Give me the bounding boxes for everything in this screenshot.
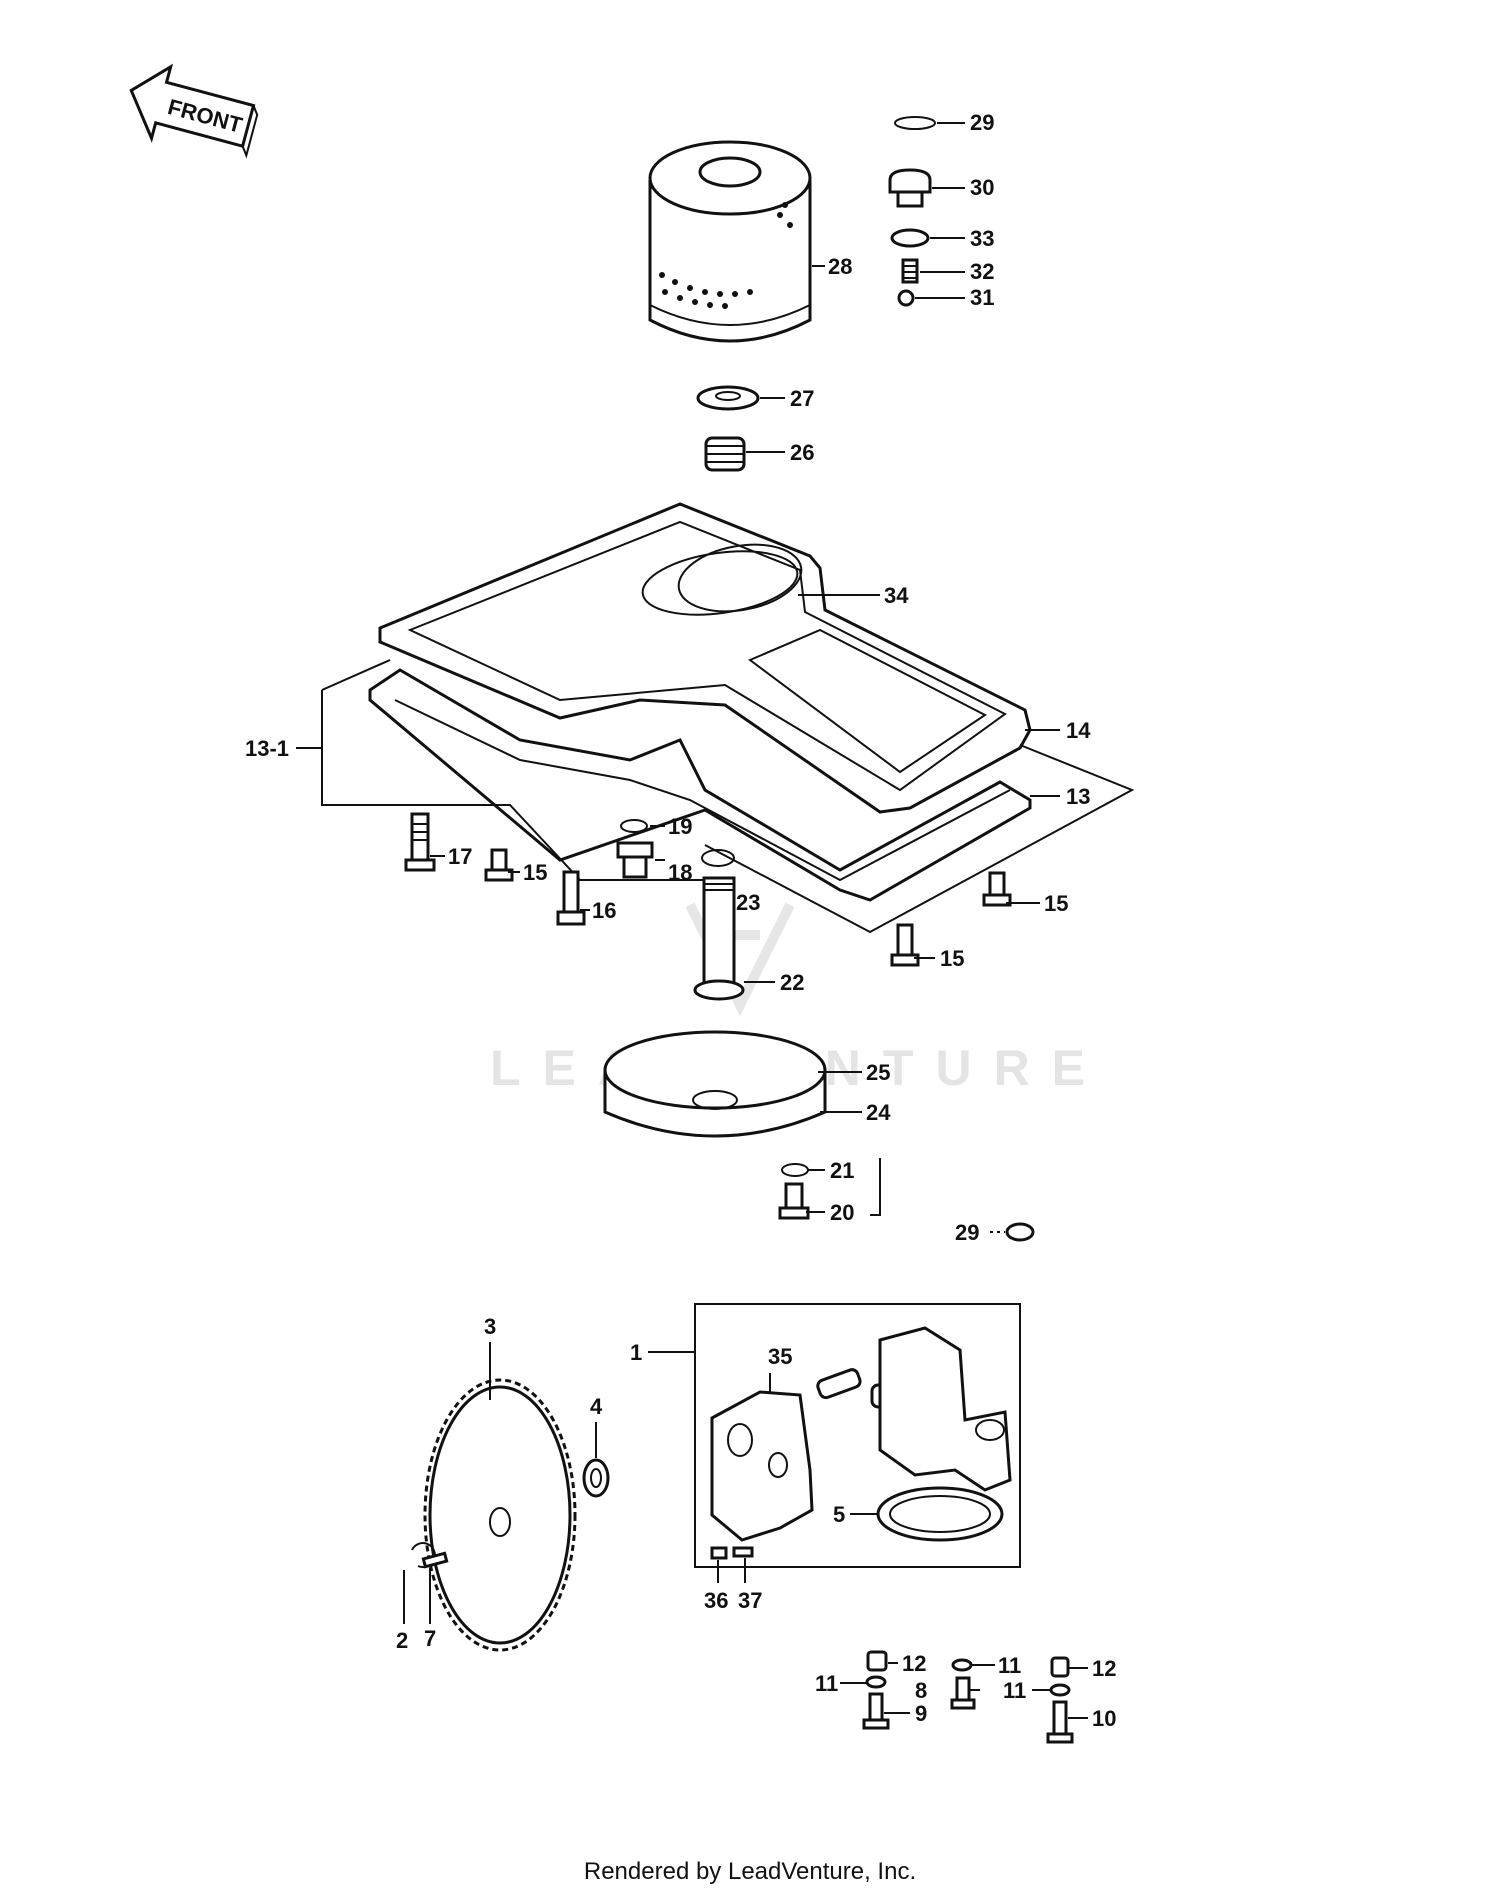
callout-30: 30 [970,175,994,200]
callout-labels: 29 30 33 32 31 28 27 26 34 14 13-1 13 19… [245,110,1116,1731]
bolt-15c [890,923,920,967]
bolt-15a [484,848,514,882]
callout-5: 5 [833,1502,845,1527]
callout-19: 19 [668,814,692,839]
bracket-13-outline [704,744,1135,934]
callout-11-left: 11 [815,1671,838,1696]
callout-26: 26 [790,440,814,465]
callout-10: 10 [1092,1706,1116,1731]
callout-1: 1 [630,1340,642,1365]
callout-18: 18 [668,860,692,885]
callout-17: 17 [448,844,472,869]
callout-2: 2 [396,1628,408,1653]
callout-14: 14 [1066,718,1091,743]
callout-29-top: 29 [970,110,994,135]
washer-11a [865,1675,887,1689]
relief-valve-plug-30 [888,168,932,208]
oil-filter-28 [648,140,812,343]
oil-pump-assembly-1 [694,1303,1021,1568]
front-arrow-icon: FRONT [129,63,259,159]
callout-13-1: 13-1 [245,736,289,761]
pump-cover-35 [710,1390,814,1542]
callout-16: 16 [592,898,616,923]
callout-8: 8 [915,1678,927,1703]
oil-pan-13 [368,668,1032,902]
washer-33 [890,228,930,248]
callout-20: 20 [830,1200,854,1225]
oil-pan-cover-24 [603,1030,827,1138]
callout-29-bottom: 29 [955,1220,979,1245]
leader-lines [296,122,1088,1719]
drain-plug-18 [616,841,654,879]
pins-36-37 [710,1546,754,1560]
callout-25: 25 [866,1060,890,1085]
dowel-12a [866,1650,888,1672]
callout-3: 3 [484,1314,496,1339]
callout-35: 35 [768,1344,792,1369]
spring-32 [901,258,919,284]
washer-11c [1049,1683,1071,1697]
callout-12-left: 12 [902,1651,926,1676]
o-ring-23 [701,849,735,867]
callout-24: 24 [866,1100,891,1125]
bolt-8 [950,1676,976,1710]
pump-body [878,1326,1012,1492]
dowel-12b [1050,1656,1070,1678]
oil-pipe-22 [693,876,745,1001]
washer-29-top [894,116,936,130]
oil-pump-gear-3 [423,1378,577,1652]
callout-7: 7 [424,1626,436,1651]
washer-27 [696,385,760,411]
callout-31: 31 [970,285,994,310]
callout-32: 32 [970,259,994,284]
washer-29-bottom [1005,1222,1035,1242]
callout-12-right: 12 [1092,1656,1116,1681]
bolt-16 [556,870,586,926]
callout-11-top: 11 [998,1653,1021,1678]
callout-15-left: 15 [523,860,547,885]
bolt-17 [404,812,436,872]
callout-33: 33 [970,226,994,251]
callout-28: 28 [828,254,852,279]
callout-23: 23 [736,890,760,915]
footer-credit: Rendered by LeadVenture, Inc. [583,1858,917,1885]
washer-4 [582,1458,610,1498]
spring-26 [704,436,746,472]
callout-36: 36 [704,1588,728,1613]
callout-11-right: 11 [1003,1678,1026,1703]
bolt-20 [778,1182,810,1220]
pin-7 [421,1551,449,1569]
bracket-13-1 [321,659,705,881]
o-ring-19 [620,819,648,833]
oil-pan-gasket-14 [378,502,1032,814]
ball-31 [897,289,915,307]
bolt-9 [862,1692,890,1730]
bolt-15b [982,871,1012,907]
washer-11b [951,1658,973,1672]
callout-15-right: 15 [1044,891,1068,916]
callout-27: 27 [790,386,814,411]
callout-21: 21 [830,1158,854,1183]
strainer-5 [876,1486,1004,1542]
callout-34: 34 [884,583,909,608]
bolt-10 [1046,1700,1074,1744]
callout-4: 4 [590,1394,603,1419]
callout-15-lower: 15 [940,946,964,971]
callout-37: 37 [738,1588,762,1613]
callout-13: 13 [1066,784,1090,809]
callout-22: 22 [780,970,804,995]
washer-21 [781,1163,809,1177]
o-ring-34 [641,550,799,616]
callout-9: 9 [915,1701,927,1726]
